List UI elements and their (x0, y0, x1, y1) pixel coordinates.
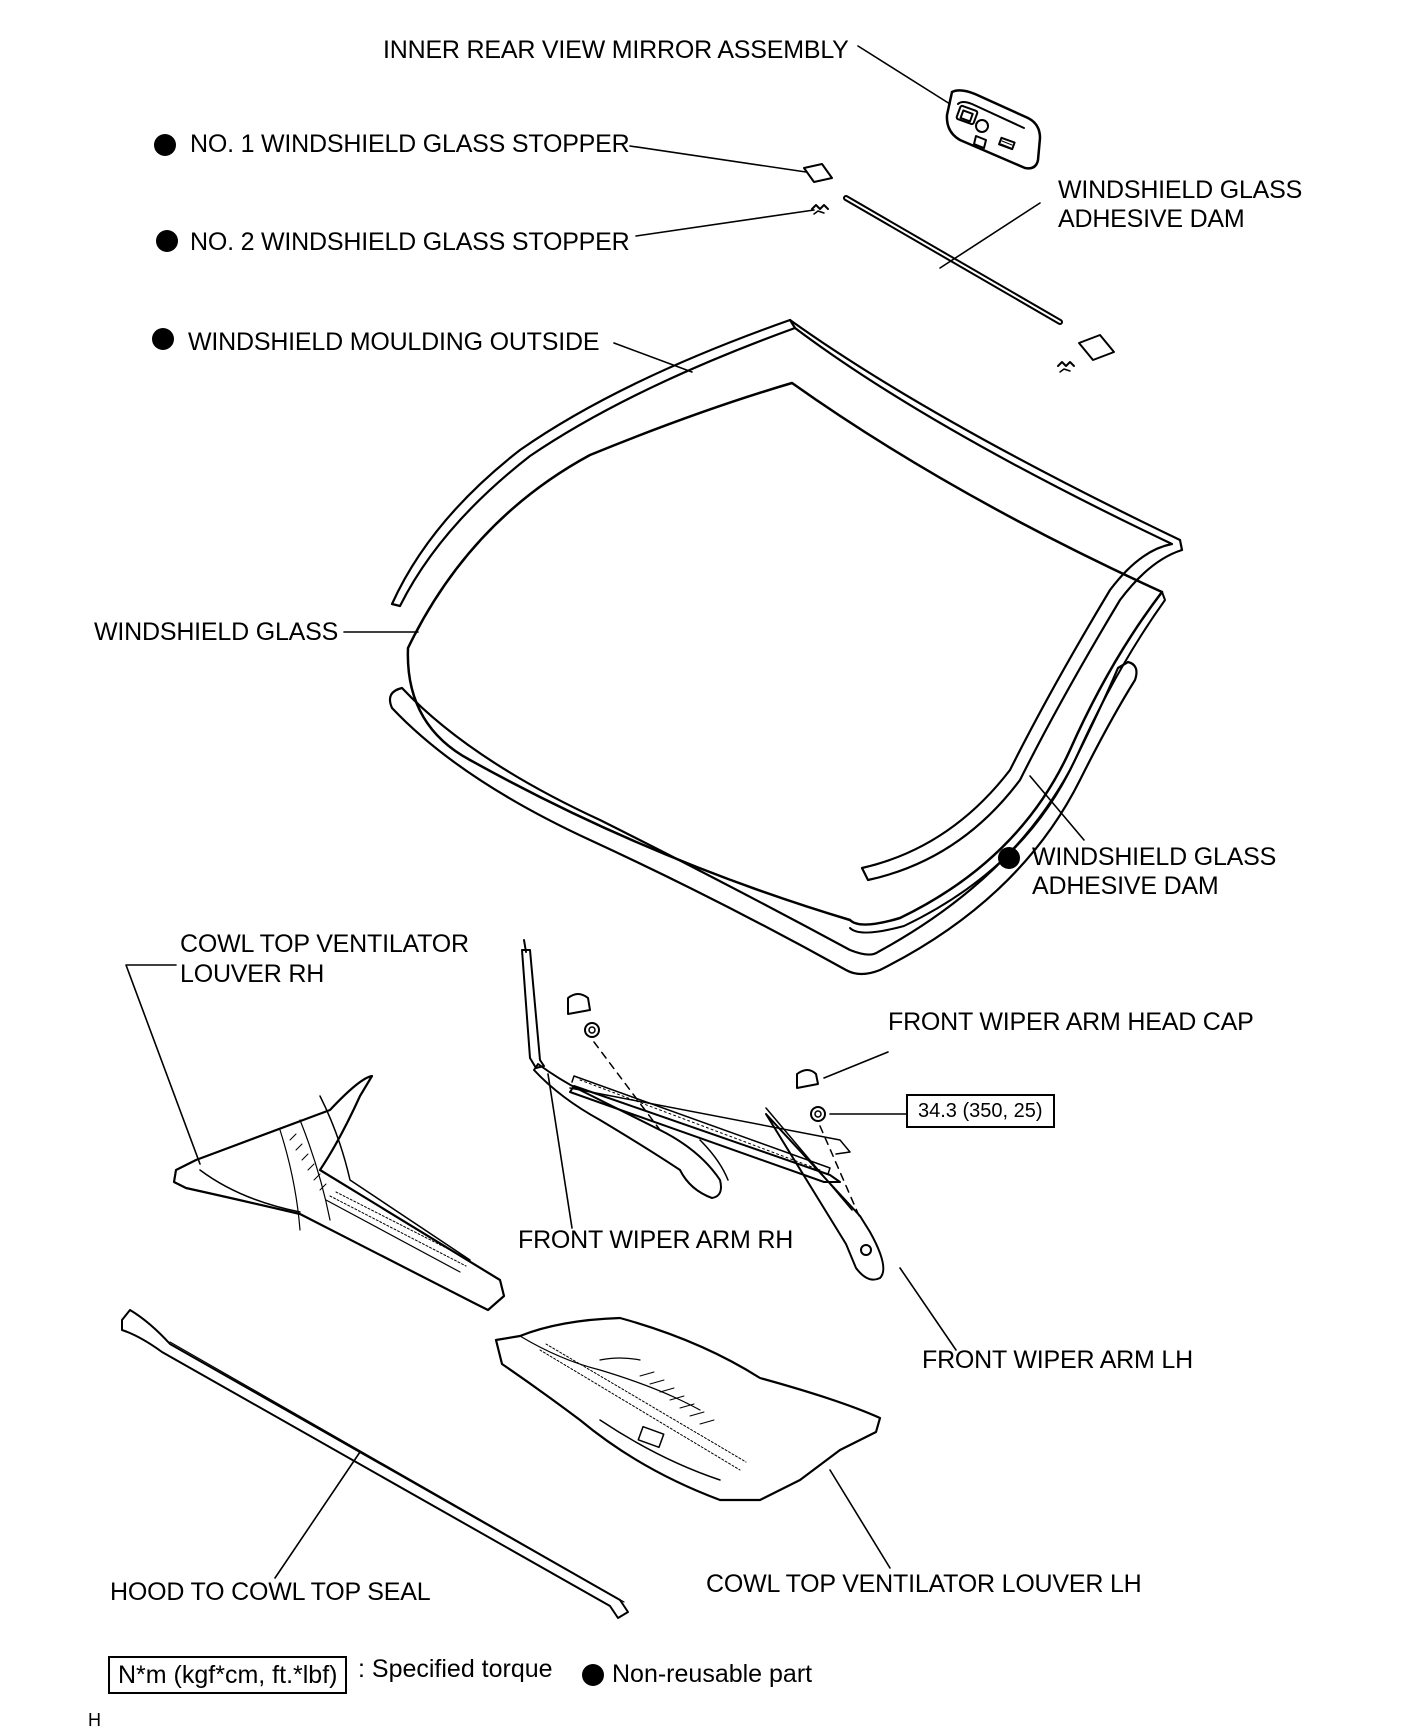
wiper-arm-rh-drawing (521, 939, 851, 1199)
label-windshield-glass: WINDSHIELD GLASS (94, 618, 339, 646)
leader-lines (125, 45, 1085, 1579)
hood-seal-drawing (121, 1309, 629, 1619)
label-no1-glass-stopper: NO. 1 WINDSHIELD GLASS STOPPER (190, 130, 630, 158)
louver-rh-drawing (172, 1074, 506, 1312)
nonreusable-dot-dam-lower (998, 847, 1020, 869)
adhesive-dam-lower-drawing (388, 660, 1138, 976)
label-adhesive-dam-upper-line1: WINDSHIELD GLASS (1058, 176, 1303, 204)
wiper-arm-lh-drawing (765, 1107, 885, 1281)
label-no2-glass-stopper: NO. 2 WINDSHIELD GLASS STOPPER (190, 228, 630, 256)
label-wiper-arm-rh: FRONT WIPER ARM RH (518, 1226, 794, 1254)
label-louver-lh: COWL TOP VENTILATOR LOUVER LH (706, 1570, 1142, 1598)
label-moulding-outside: WINDSHIELD MOULDING OUTSIDE (188, 328, 600, 356)
label-louver-rh-line2: LOUVER RH (180, 960, 325, 988)
mirror-drawing (945, 89, 1042, 170)
moulding-drawing (390, 318, 1184, 882)
label-wiper-arm-lh: FRONT WIPER ARM LH (922, 1346, 1193, 1374)
louver-lh-drawing (494, 1316, 882, 1502)
legend-torque-desc: : Specified torque (358, 1655, 553, 1683)
head-caps-drawing (567, 993, 861, 1219)
label-inner-rear-view-mirror: INNER REAR VIEW MIRROR ASSEMBLY (383, 36, 849, 64)
label-adhesive-dam-lower-line1: WINDSHIELD GLASS (1032, 843, 1277, 871)
label-adhesive-dam-lower-line2: ADHESIVE DAM (1032, 872, 1219, 900)
label-louver-rh-line1: COWL TOP VENTILATOR (180, 930, 469, 958)
label-hood-cowl-seal: HOOD TO COWL TOP SEAL (110, 1578, 431, 1606)
legend-nonreusable-text: Non-reusable part (612, 1660, 813, 1688)
legend-nonreusable-dot (582, 1664, 604, 1686)
nonreusable-dot-stopper1 (154, 134, 176, 156)
nonreusable-dot-moulding (152, 328, 174, 350)
footer-code: H (88, 1710, 101, 1730)
label-wiper-head-cap: FRONT WIPER ARM HEAD CAP (888, 1008, 1254, 1036)
stopper-drawings (803, 163, 1115, 373)
torque-spec-box: 34.3 (350, 25) (906, 1094, 1055, 1128)
nonreusable-dot-stopper2 (156, 230, 178, 252)
label-adhesive-dam-upper-line2: ADHESIVE DAM (1058, 205, 1245, 233)
legend-torque-unit-box: N*m (kgf*cm, ft.*lbf) (108, 1656, 348, 1694)
